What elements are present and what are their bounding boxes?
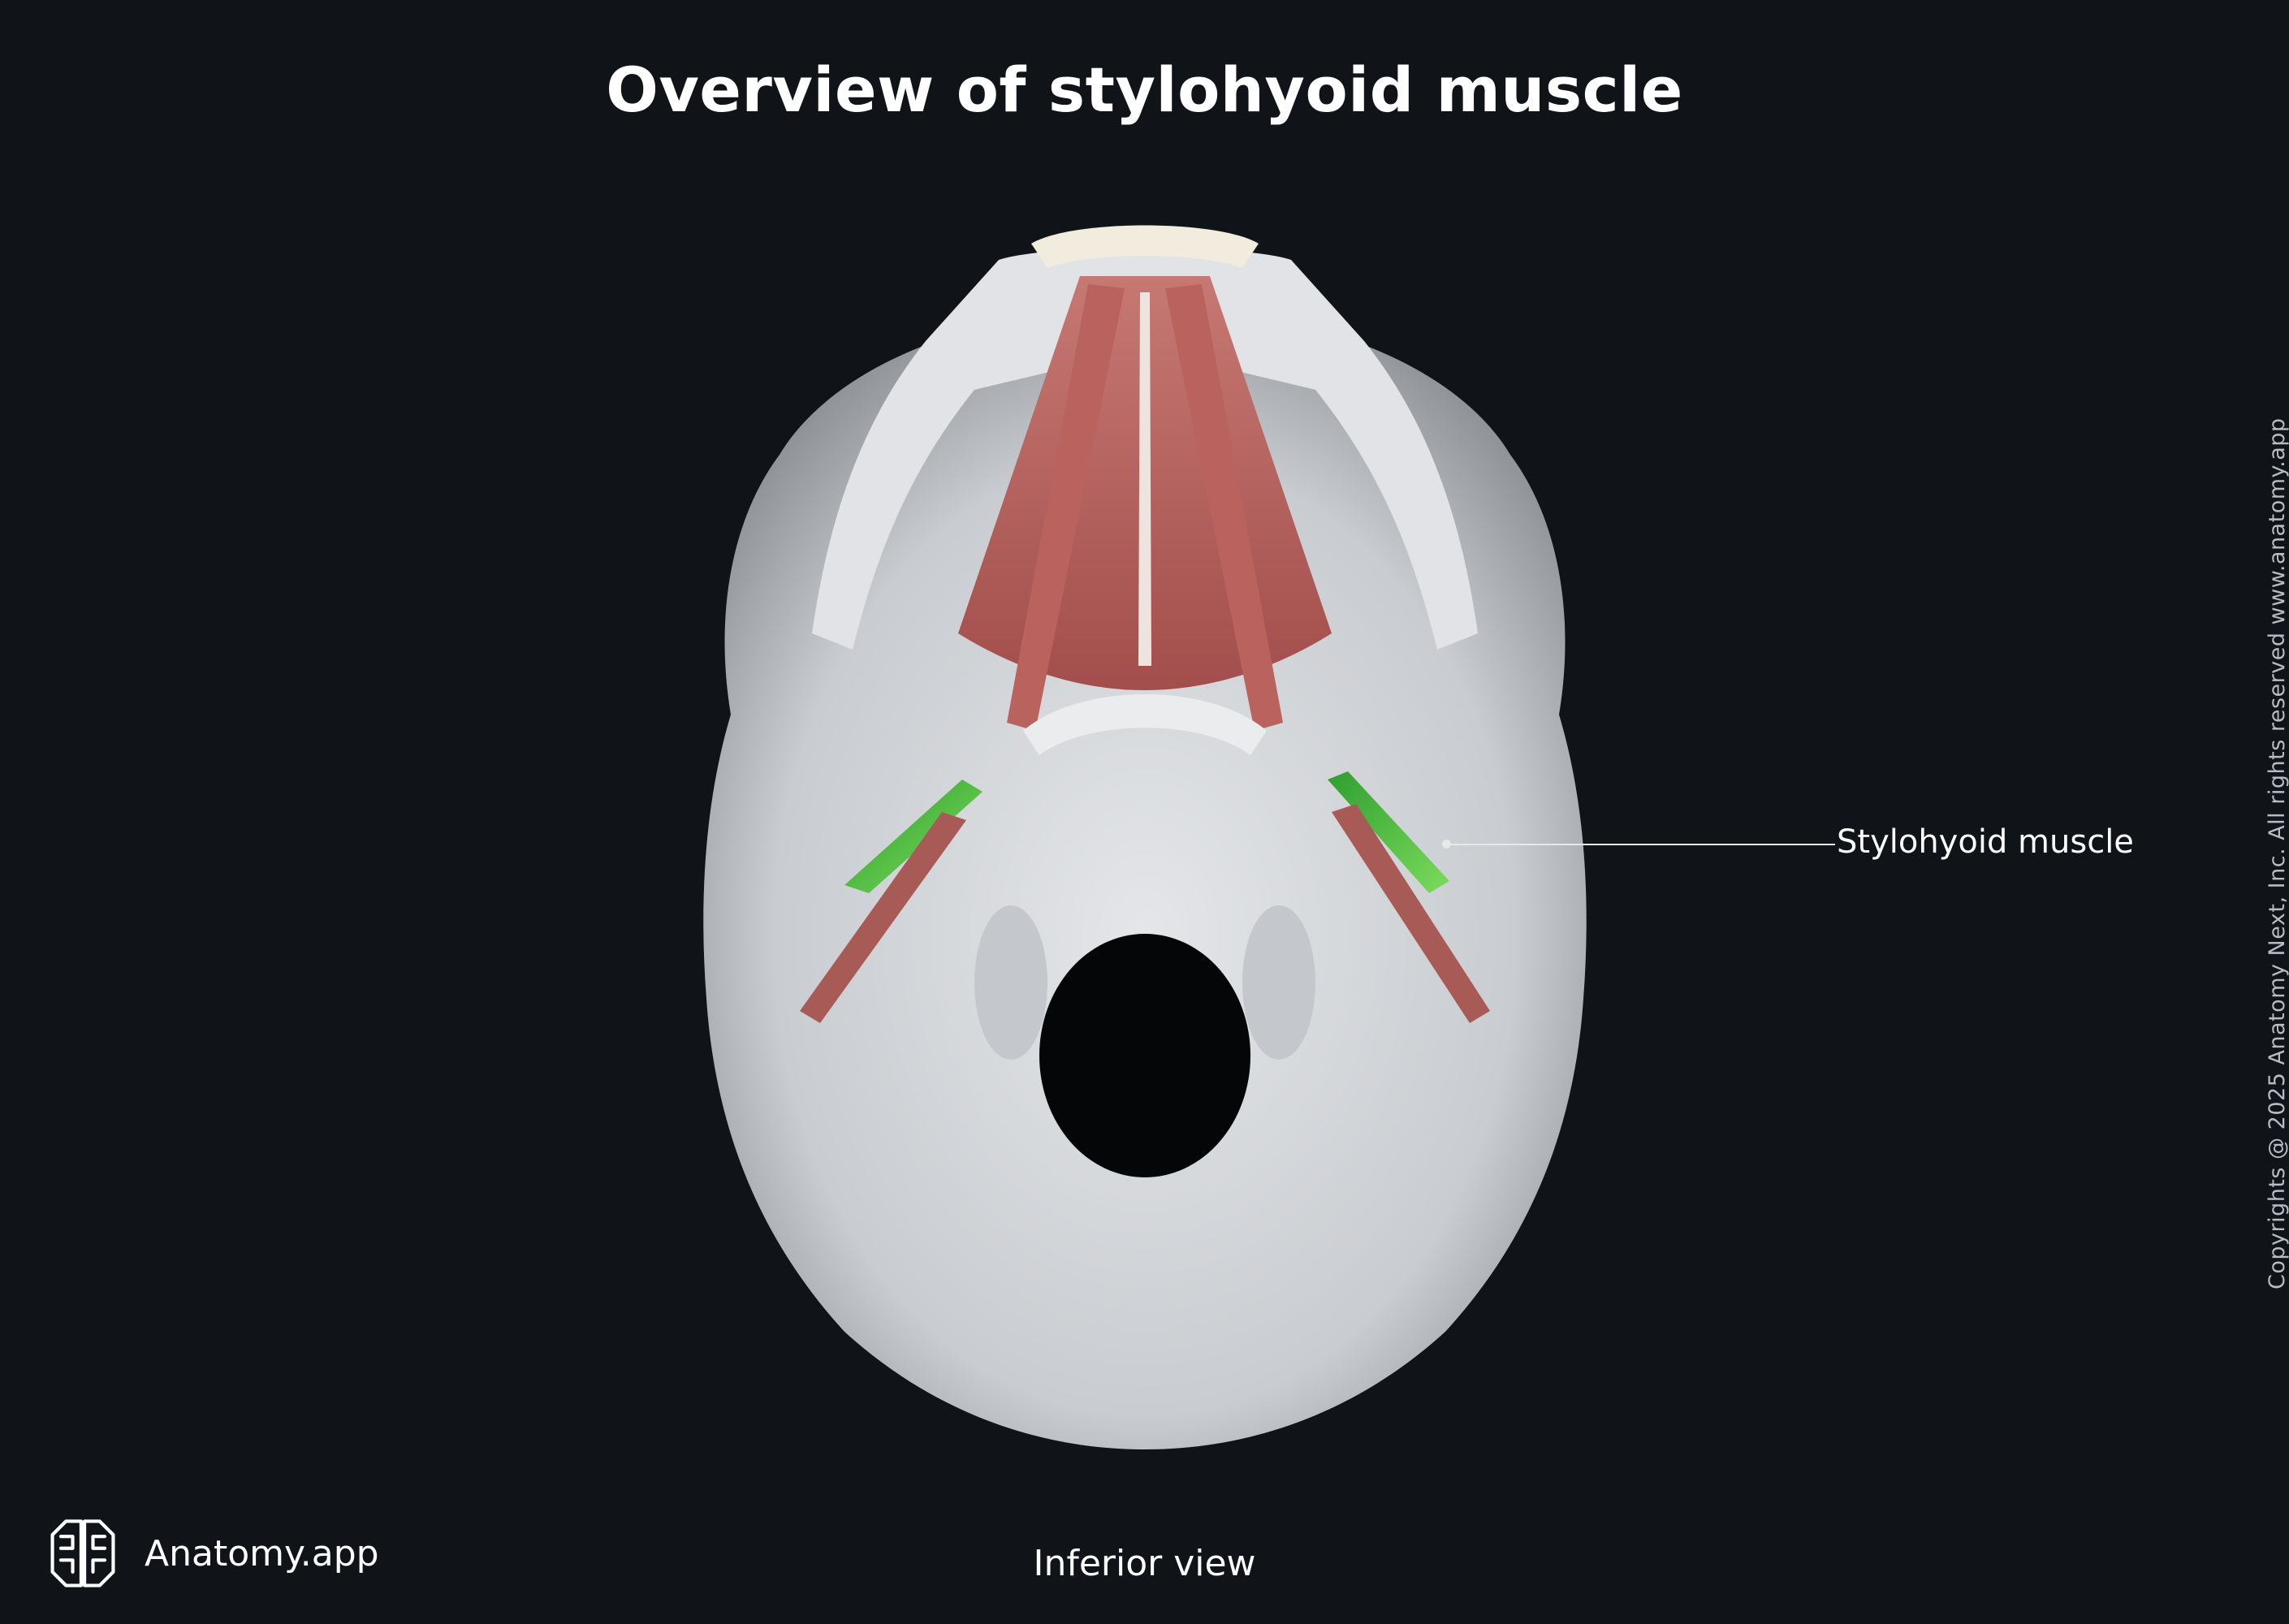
teeth — [1031, 225, 1259, 268]
median-raphe — [1138, 292, 1151, 666]
view-label: Inferior view — [1033, 1543, 1256, 1584]
posterior-digastric-left — [800, 812, 966, 1023]
posterior-digastric-right — [1332, 804, 1490, 1023]
foramen-magnum — [1039, 934, 1250, 1177]
brain-icon — [50, 1519, 115, 1587]
skull-base — [703, 309, 1587, 1449]
occipital-condyle-left — [974, 905, 1047, 1060]
leader-line — [1447, 844, 1835, 845]
brand-name: Anatomy.app — [145, 1532, 379, 1574]
hyoid-bone — [1023, 694, 1267, 755]
stylohyoid-left — [844, 780, 983, 893]
brand[interactable]: Anatomy.app — [41, 1513, 379, 1594]
occipital-condyle-right — [1242, 905, 1315, 1060]
mandible — [812, 248, 1478, 650]
stylohyoid-right — [1328, 771, 1449, 893]
copyright-text: Copyrights @ 2025 Anatomy Next, Inc. All… — [2265, 417, 2289, 1289]
leader-dot — [1442, 840, 1451, 849]
digastric-right — [1165, 284, 1283, 731]
stylohyoid-label: Stylohyoid muscle — [1837, 823, 2134, 861]
digastric-left — [1007, 284, 1125, 731]
page-title: Overview of stylohyoid muscle — [606, 54, 1683, 126]
